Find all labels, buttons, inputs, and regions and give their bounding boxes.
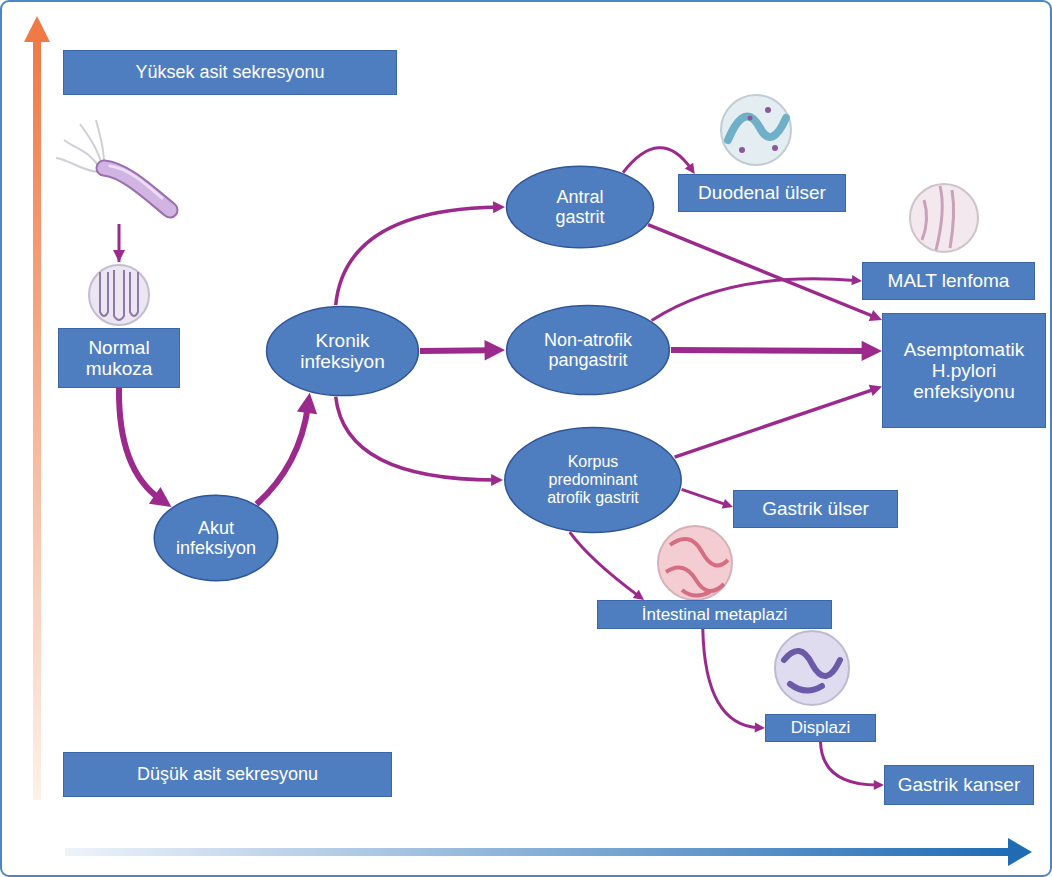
label-box: İntestinal metaplazi: [597, 600, 832, 629]
label-box: Asemptomatik H.pylori enfeksiyonu: [882, 313, 1046, 428]
arrow-connector: [570, 532, 639, 596]
mucosa-micrograph: [89, 265, 149, 325]
stage-ellipse: Korpus predominant atrofik gastrit: [503, 426, 683, 534]
arrowhead: [493, 201, 505, 213]
arrowhead: [485, 340, 506, 360]
stage-ellipse: Non-atrofik pangastrit: [505, 304, 671, 396]
text-wrap: Korpus predominant atrofik gastrit: [543, 453, 643, 507]
node-label: MALT lenfoma: [888, 270, 1010, 291]
dysplasia-micrograph: [775, 631, 849, 705]
bacterium: [56, 120, 170, 262]
label-box: Displazi: [765, 714, 876, 742]
duodenal-micrograph: [721, 95, 791, 165]
arrow-connector: [671, 347, 869, 354]
label-box: Yüksek asit sekresyonu: [63, 50, 397, 95]
arrow-connector: [623, 148, 691, 173]
arrowhead: [149, 487, 172, 507]
label-box: Gastrik kanser: [884, 765, 1034, 805]
time-axis: [65, 838, 1032, 866]
arrow-connector: [336, 397, 496, 480]
arrowhead: [297, 393, 317, 415]
text-wrap: Kronik infeksiyon: [288, 330, 398, 373]
node-label: Akut infeksiyon: [168, 518, 264, 558]
node-label: Gastrik kanser: [898, 774, 1020, 795]
arrow-connector: [420, 347, 492, 354]
label-box: Normal mukoza: [58, 328, 180, 388]
text-wrap: Duodenal ülser: [698, 182, 826, 203]
metaplasia-micrograph: [658, 526, 732, 600]
arrowhead: [755, 722, 765, 732]
label-box: Duodenal ülser: [678, 174, 846, 212]
acid-axis: [24, 16, 50, 800]
node-label: Kronik infeksiyon: [288, 330, 398, 373]
node-label: Non-atrofik pangastrit: [542, 330, 634, 370]
arrow-connector: [119, 388, 161, 499]
arrowhead: [633, 590, 644, 600]
label-box: Düşük asit sekresyonu: [63, 752, 392, 797]
text-wrap: Antral gastrit: [540, 187, 620, 227]
arrow-connector: [652, 279, 856, 321]
arrow-connector: [336, 207, 498, 305]
text-wrap: Displazi: [791, 718, 851, 737]
text-wrap: Gastrik kanser: [898, 774, 1020, 795]
malt-micrograph: [910, 184, 978, 252]
node-label: Asemptomatik H.pylori enfeksiyonu: [894, 339, 1034, 403]
text-wrap: İntestinal metaplazi: [642, 605, 788, 624]
node-label: Gastrik ülser: [762, 498, 869, 519]
node-label: Duodenal ülser: [698, 182, 826, 203]
arrowhead: [869, 310, 882, 321]
arrowhead: [851, 275, 862, 285]
arrowhead: [491, 474, 503, 486]
arrowhead: [862, 341, 882, 361]
arrowhead: [722, 499, 733, 509]
arrow-connector: [821, 742, 878, 785]
arrowhead: [869, 385, 882, 396]
text-wrap: Akut infeksiyon: [168, 518, 264, 558]
stage-ellipse: Antral gastrit: [505, 165, 655, 249]
text-wrap: MALT lenfoma: [888, 270, 1010, 291]
text-wrap: Yüksek asit sekresyonu: [135, 62, 324, 82]
stage-ellipse: Kronik infeksiyon: [265, 305, 420, 397]
node-label: Yüksek asit sekresyonu: [135, 62, 324, 82]
arrow-connector: [257, 406, 309, 505]
text-wrap: Düşük asit sekresyonu: [137, 764, 318, 784]
node-label: Displazi: [791, 718, 851, 737]
stage-ellipse: Akut infeksiyon: [153, 494, 279, 582]
node-label: Antral gastrit: [540, 187, 620, 227]
text-wrap: Asemptomatik H.pylori enfeksiyonu: [894, 339, 1034, 403]
arrow-connector: [703, 629, 759, 728]
node-label: Korpus predominant atrofik gastrit: [543, 453, 643, 507]
node-label: Normal mukoza: [66, 337, 172, 380]
text-wrap: Normal mukoza: [66, 337, 172, 380]
arrowhead: [874, 780, 884, 790]
node-label: Düşük asit sekresyonu: [137, 764, 318, 784]
label-box: MALT lenfoma: [862, 262, 1035, 300]
arrow-connector: [675, 389, 875, 457]
arrowhead: [685, 163, 695, 174]
arrow-connector: [682, 489, 727, 505]
label-box: Gastrik ülser: [733, 490, 898, 528]
text-wrap: Gastrik ülser: [762, 498, 869, 519]
node-label: İntestinal metaplazi: [642, 605, 788, 624]
text-wrap: Non-atrofik pangastrit: [542, 330, 634, 370]
